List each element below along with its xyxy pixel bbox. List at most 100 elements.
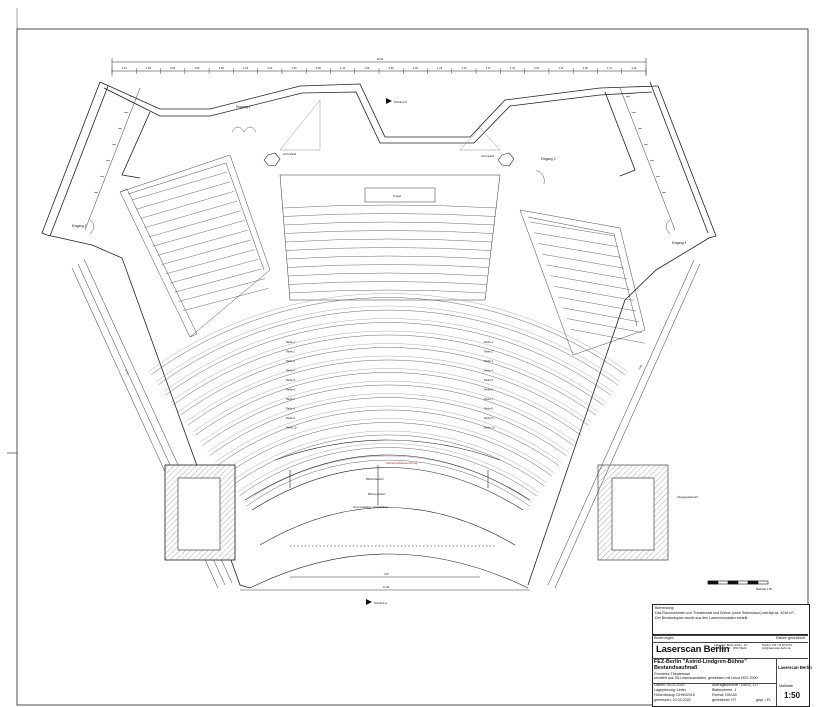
label-light-stand-left: Licht-Stand xyxy=(283,152,297,156)
row-label-left: Reihe 7 xyxy=(286,397,295,401)
seat-row-arc xyxy=(214,405,562,463)
row-label-left: Reihe 9 xyxy=(286,416,295,420)
row-label-right: Reihe 6 xyxy=(484,388,493,392)
seat-row-line xyxy=(157,229,248,256)
right-stair-room xyxy=(597,464,669,561)
dimension-segment-label: 1.06 xyxy=(364,66,370,70)
light-stands xyxy=(279,99,501,151)
seat-row-arc xyxy=(178,343,599,413)
seating-block-center-upper xyxy=(279,174,501,301)
dimension-segment-label: 1.07 xyxy=(510,66,516,70)
label-stage-sub: Kommunikation / Vorderbühne xyxy=(353,505,388,509)
seat-row-line xyxy=(570,329,646,344)
sheet-frame xyxy=(16,28,809,706)
seat-row-line xyxy=(131,171,228,201)
changes-label: Änderungen xyxy=(654,636,674,640)
seat-row-line xyxy=(288,289,486,294)
seating-block-right xyxy=(519,209,646,356)
left-stair-room xyxy=(164,464,236,561)
seat-row-line xyxy=(286,255,490,260)
dimension-segment-label: 1.34 xyxy=(122,66,128,70)
seat-row-arc xyxy=(202,384,574,446)
seat-row-arc xyxy=(163,318,614,393)
seat-row-line xyxy=(534,232,619,247)
dimension-segment-label: 1.41 xyxy=(559,66,565,70)
seating-rows-center xyxy=(282,204,498,294)
seating-rows-right xyxy=(529,221,646,344)
seat-row-arc xyxy=(180,347,597,416)
dimension-segment-label: 0.90 xyxy=(316,66,322,70)
dimension-segment-label: 1.12 xyxy=(340,66,346,70)
section-markers xyxy=(366,98,392,605)
company-contact: Telefon: 030 / 43 02 93 61 · info@lasers… xyxy=(762,644,794,650)
info-row-2-b: Blattnummer: 1 xyxy=(712,688,737,692)
dimension-segment-label: 0.82 xyxy=(170,66,176,70)
seating-rows-left xyxy=(131,171,269,311)
seat-row-line xyxy=(287,264,489,268)
stage xyxy=(244,439,531,589)
row-label-right: Reihe 3 xyxy=(484,359,493,363)
seat-row-line xyxy=(538,243,622,258)
row-label-left: Reihe 10 xyxy=(286,426,297,430)
scale-bar xyxy=(707,580,769,585)
seat-row-line xyxy=(144,200,238,228)
approved-label: gepr. / Fr. xyxy=(756,698,772,702)
seat-row-arc xyxy=(217,409,560,466)
seat-row-arc xyxy=(209,397,567,456)
row-label-left: Reihe 3 xyxy=(286,359,295,363)
label-section-bottom: Schnitt A-A xyxy=(374,601,387,605)
date-label: Datum xyxy=(776,636,787,640)
label-safety-light: Sicherheitsbeleuchtung xyxy=(386,461,418,465)
dimension-segment-label: 1.05 xyxy=(194,66,200,70)
info-row-1-b: Auftragsnummer: 19823_1.0 xyxy=(712,683,758,687)
seat-row-arc xyxy=(173,334,604,406)
seat-row-line xyxy=(558,296,637,312)
seat-row-line xyxy=(546,264,628,280)
label-bottom-total: 12.09 xyxy=(383,585,390,589)
info-row-3-b: Format: DIN A0 xyxy=(712,693,737,697)
info-row-1-a: Datum: 25.03.2020 xyxy=(654,683,685,687)
dimension-segment-label: 1.22 xyxy=(243,66,249,70)
seat-row-line xyxy=(170,259,259,284)
seat-row-arc xyxy=(195,372,582,436)
row-label-left: Reihe 5 xyxy=(286,378,295,382)
dimension-segment-label: 1.02 xyxy=(534,66,540,70)
seat-row-line xyxy=(554,286,634,301)
top-total-dimension: 22.22 xyxy=(377,57,384,61)
seat-row-arc xyxy=(158,309,619,386)
seat-row-line xyxy=(136,181,231,210)
seat-row-arc xyxy=(200,380,577,443)
company-logo: Laserscan Berlin xyxy=(656,644,730,655)
door-arcs xyxy=(89,126,671,235)
seat-row-line xyxy=(566,318,643,333)
seat-row-line xyxy=(140,191,234,219)
auditorium-curved-rows xyxy=(148,293,628,507)
seat-row-line xyxy=(284,221,495,226)
dimension-segment-label: 1.33 xyxy=(267,66,273,70)
info-row-4-b: gezeichnet: HT xyxy=(712,698,737,702)
row-label-left: Reihe 1 xyxy=(286,340,295,344)
seat-row-arc xyxy=(231,434,545,487)
dimension-segment-label: 1.37 xyxy=(486,66,492,70)
seat-row-arc xyxy=(229,430,547,483)
seat-row-line xyxy=(284,230,494,234)
seat-row-arc xyxy=(187,359,589,426)
seat-row-line xyxy=(178,278,266,302)
bottom-dimension xyxy=(240,576,530,591)
outer-walls xyxy=(41,81,717,589)
dimension-segment-label: 1.42 xyxy=(631,66,637,70)
remarks-text-2: Der Bestandsplan wurde aus den Lasermess… xyxy=(655,616,749,620)
label-stage-point: Bühnenpodest xyxy=(368,492,385,496)
remarks-title: Bemerkung: xyxy=(655,606,675,610)
dimension-segment-label: 0.99 xyxy=(219,66,225,70)
row-label-left: Reihe 2 xyxy=(286,350,295,354)
label-section-top: Schnitt A-A xyxy=(394,100,407,104)
label-eingang-4: Eingang 4 xyxy=(672,241,687,245)
seat-row-line xyxy=(285,238,493,243)
label-treppe: Treppe xyxy=(393,194,402,198)
company-logo-small: Laserscan Berlin xyxy=(778,665,812,670)
info-row-3-a: Höhenbezug: DHHN2016 xyxy=(654,693,695,697)
dimension-segment-label: 1.35 xyxy=(292,66,298,70)
label-stage-main: Bühnenbereich xyxy=(366,477,384,481)
top-dimension-ticks xyxy=(111,68,647,74)
